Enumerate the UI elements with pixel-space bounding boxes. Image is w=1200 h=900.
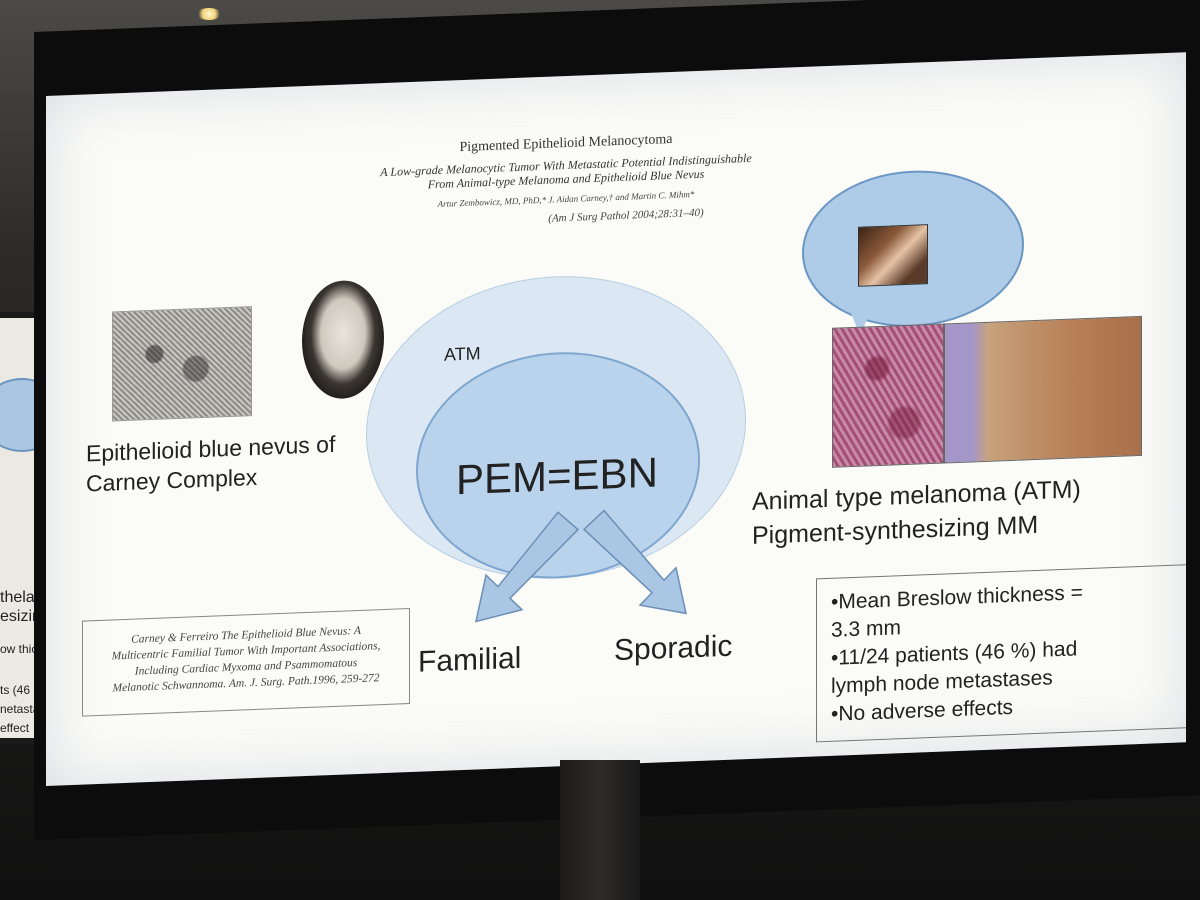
venn-outer-label: ATM	[444, 343, 481, 365]
patient-portrait	[302, 279, 384, 401]
arrow-right-icon	[582, 509, 687, 615]
right-caption: Animal type melanoma (ATM) Pigment-synth…	[752, 472, 1081, 553]
reference-box: Carney & Ferreiro The Epithelioid Blue N…	[82, 608, 410, 717]
ceiling-light	[196, 8, 222, 20]
side-text-line: esizin	[0, 608, 41, 625]
side-text-line: ow thic	[0, 642, 38, 656]
venn-inner-label: PEM=EBN	[456, 448, 658, 504]
side-text-line: effect	[0, 721, 30, 735]
branch-sporadic: Sporadic	[614, 629, 733, 668]
histology-image-he	[832, 323, 944, 468]
histology-image-ihc	[944, 315, 1142, 464]
left-caption: Epithelioid blue nevus of Carney Complex	[86, 429, 335, 499]
histology-image-left	[112, 306, 252, 422]
side-text-line: ts (46	[0, 683, 31, 697]
support-pillar	[560, 760, 640, 900]
animal-photo	[858, 224, 928, 287]
projected-slide: Pigmented Epithelioid Melanocytoma A Low…	[46, 52, 1186, 786]
split-arrows	[475, 509, 687, 623]
arrow-left-icon	[475, 511, 580, 623]
stats-box: •Mean Breslow thickness = 3.3 mm •11/24 …	[816, 563, 1186, 743]
slide-header: Pigmented Epithelioid Melanocytoma A Low…	[336, 127, 796, 233]
branch-familial: Familial	[418, 641, 522, 679]
paper-citation: (Am J Surg Pathol 2004;28:31–40)	[548, 206, 704, 225]
